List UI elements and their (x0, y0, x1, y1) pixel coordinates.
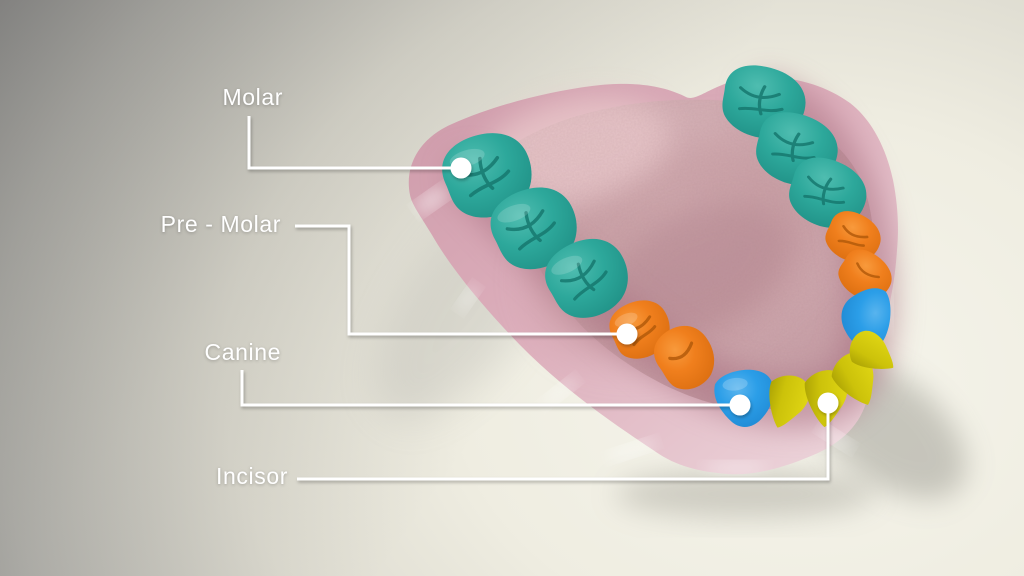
tooth-premolar-right-1 (825, 211, 881, 262)
upper-jaw (408, 65, 898, 475)
leader-lines (240, 116, 839, 481)
label-incisor: Incisor (216, 463, 288, 489)
tooth-molar-left-3 (545, 238, 628, 318)
label-molar: Molar (222, 84, 283, 110)
molar-leader-line (247, 116, 461, 170)
tooth-premolar-right-2 (838, 249, 892, 300)
canine-leader-line (240, 370, 740, 407)
tooth-incisor-lateral-right (849, 330, 894, 369)
canine-leader (240, 370, 751, 416)
incisor-leader (297, 392, 839, 481)
label-canine: Canine (204, 339, 281, 365)
tooth-incisor-lateral-left (769, 375, 810, 428)
premolar-leader-line (295, 224, 627, 336)
molar-leader (247, 116, 472, 179)
label-premolar: Pre - Molar (160, 211, 281, 237)
molar-leader-dot (450, 157, 472, 179)
canine-leader-dot (729, 394, 751, 416)
tooth-molar-left-2 (490, 187, 577, 270)
incisor-leader-dot (817, 392, 839, 414)
premolar-leader-dot (616, 323, 638, 345)
tooth-canine-right (841, 288, 891, 350)
incisor-leader-line (297, 403, 830, 481)
tooth-premolar-left-2 (654, 325, 715, 390)
premolar-leader (295, 224, 638, 345)
tooth-molar-right-3 (789, 157, 867, 228)
